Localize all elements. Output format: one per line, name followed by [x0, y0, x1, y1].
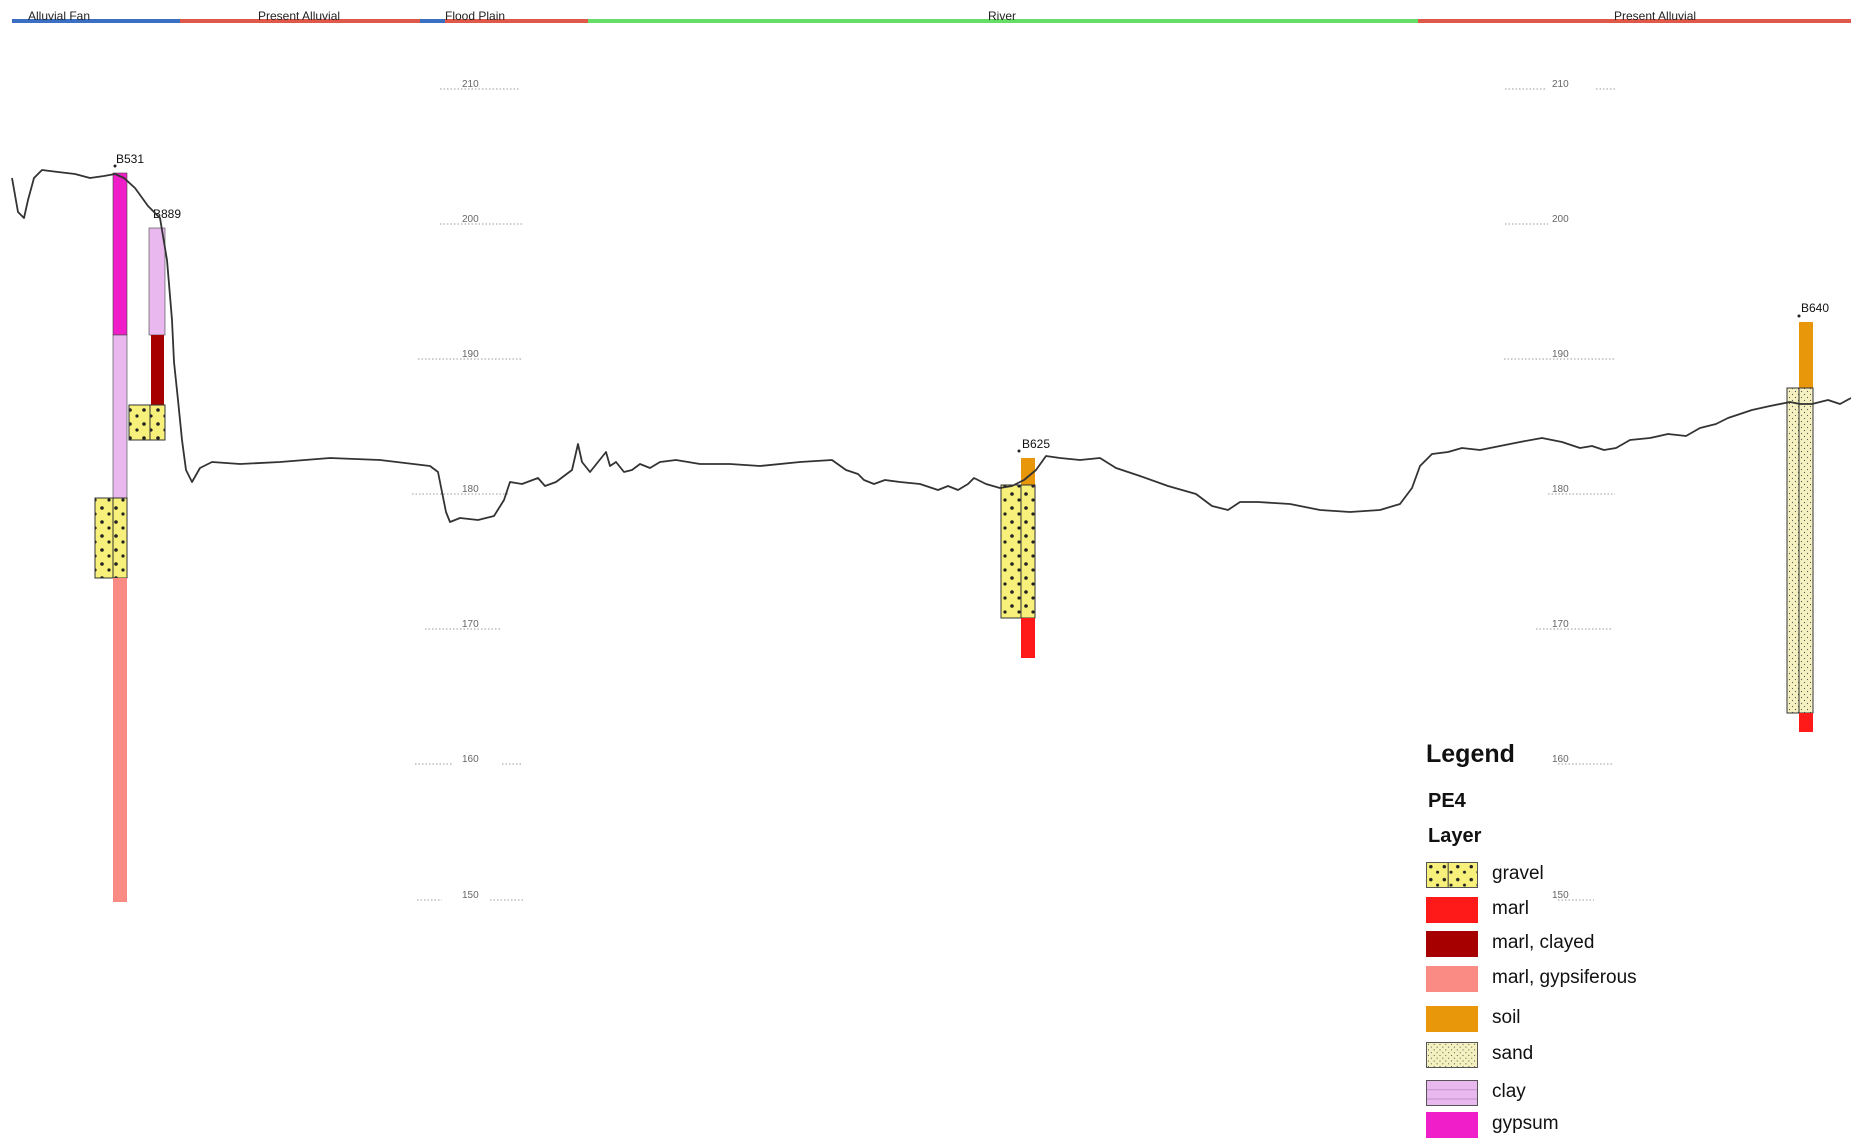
marl-gypsiferous-swatch: [1426, 966, 1478, 992]
b640-soil-layer: [1799, 322, 1813, 388]
legend-group-label: PE4: [1428, 790, 1466, 812]
b640-marker: [1797, 314, 1801, 318]
legend-title: Legend: [1426, 740, 1515, 768]
soil-swatch: [1426, 1006, 1478, 1032]
elevation-label-170-left: 170: [462, 619, 479, 630]
borehole-b625: B625: [1000, 437, 1050, 658]
legend-label-marl-clayed: marl, clayed: [1492, 932, 1595, 953]
zone-label-present-alluvial-left: Present Alluvial: [258, 9, 340, 23]
legend-item-soil: soil: [1426, 1006, 1746, 1034]
elevation-scale-right: 210 200 190 180 170 160 150: [1504, 79, 1615, 901]
elevation-label-150-left: 150: [462, 890, 479, 901]
gypsum-swatch: [1426, 1112, 1478, 1138]
b640-sand-layer-right: [1798, 387, 1814, 714]
b889-clay-layer: [148, 227, 166, 336]
b531-gravel-layer-right: [112, 497, 128, 579]
legend-layer-heading: Layer: [1428, 825, 1482, 847]
clay-swatch: [1426, 1080, 1478, 1106]
legend-label-gravel: gravel: [1492, 863, 1544, 884]
elevation-label-200-left: 200: [462, 214, 479, 225]
elevation-label-190-left: 190: [462, 349, 479, 360]
gravel-swatch: [1426, 862, 1478, 888]
legend-label-marl-gypsiferous: marl, gypsiferous: [1492, 967, 1637, 988]
legend-item-gravel: gravel: [1426, 862, 1746, 890]
b531-gravel-layer-left: [94, 497, 114, 579]
borehole-b640: B640: [1786, 301, 1829, 732]
zone-bar: Alluvial Fan Present Alluvial Flood Plai…: [12, 9, 1851, 23]
legend-label-marl: marl: [1492, 898, 1529, 919]
elevation-scale-left: 210 200 190 180 170 160 150: [412, 79, 524, 901]
terrain-profile-line: [11, 169, 1851, 523]
elevation-label-180-right: 180: [1552, 484, 1569, 495]
legend-item-gypsum: gypsum: [1426, 1112, 1746, 1140]
b625-gravel-layer-left: [1000, 484, 1022, 619]
marl-clayed-swatch: [1426, 931, 1478, 957]
legend-label-clay: clay: [1492, 1081, 1526, 1102]
borehole-b889: B889: [128, 207, 181, 441]
marl-swatch: [1426, 897, 1478, 923]
borehole-label-b531: B531: [116, 152, 144, 166]
legend-item-sand: sand: [1426, 1042, 1746, 1070]
b889-gravel-layer-left: [128, 404, 151, 441]
elevation-label-180-left: 180: [462, 484, 479, 495]
b625-marl-layer: [1021, 618, 1035, 658]
legend-item-marl: marl: [1426, 897, 1746, 925]
borehole-b531: B531: [94, 152, 144, 902]
legend-label-soil: soil: [1492, 1007, 1521, 1028]
legend-panel: Legend PE4 Layer gravel marl marl, claye…: [1420, 740, 1750, 1140]
elevation-label-210-left: 210: [462, 79, 479, 90]
legend-item-clay: clay: [1426, 1080, 1746, 1108]
b531-marker: [113, 164, 117, 168]
elevation-label-160-left: 160: [462, 754, 479, 765]
elevation-label-160-right: 160: [1552, 754, 1569, 765]
legend-label-sand: sand: [1492, 1043, 1534, 1064]
elevation-label-210-right: 210: [1552, 79, 1569, 90]
b640-sand-layer-left: [1786, 387, 1800, 714]
zone-label-flood-plain: Flood Plain: [445, 9, 505, 23]
zone-label-alluvial-fan: Alluvial Fan: [28, 9, 90, 23]
b531-marl-gypsiferous-layer: [113, 578, 127, 902]
borehole-label-b625: B625: [1022, 437, 1050, 451]
legend-label-gypsum: gypsum: [1492, 1113, 1559, 1134]
b625-soil-layer: [1021, 458, 1035, 485]
sand-swatch: [1426, 1042, 1478, 1068]
b531-gypsum-layer: [112, 172, 128, 336]
zone-label-present-alluvial-right: Present Alluvial: [1614, 9, 1696, 23]
zone-label-river: River: [988, 9, 1016, 23]
b625-marker: [1017, 449, 1021, 453]
b531-clay-layer: [112, 334, 128, 499]
elevation-label-190-right: 190: [1552, 349, 1569, 360]
b625-gravel-layer-right: [1020, 484, 1036, 619]
b640-marl-layer: [1799, 713, 1813, 732]
borehole-label-b640: B640: [1801, 301, 1829, 315]
elevation-label-150-right: 150: [1552, 890, 1569, 901]
legend-item-marl-gypsiferous: marl, gypsiferous: [1426, 966, 1746, 994]
elevation-label-170-right: 170: [1552, 619, 1569, 630]
legend-item-marl-clayed: marl, clayed: [1426, 931, 1746, 959]
elevation-label-200-right: 200: [1552, 214, 1569, 225]
b889-marl-clayed-layer: [151, 335, 164, 405]
b889-gravel-layer-right: [149, 404, 166, 441]
